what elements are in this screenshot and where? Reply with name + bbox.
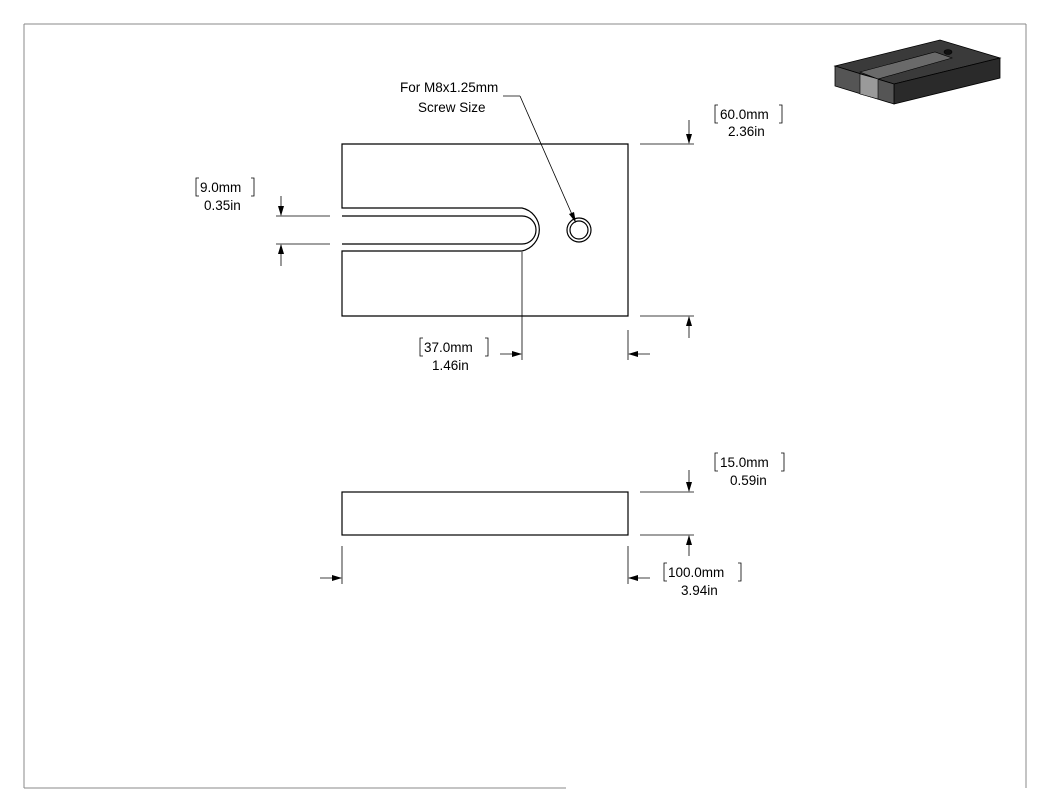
dim-length: [320, 546, 742, 584]
screw-hole-outer: [566, 217, 592, 243]
dim-slot-depth-in: 1.46in: [432, 358, 469, 373]
isometric-view: [833, 39, 1002, 105]
note-line-2: Screw Size: [418, 100, 486, 115]
dim-thickness: [640, 452, 785, 556]
dim-slot-width: [195, 177, 330, 266]
sheet-frame: [23, 23, 1027, 789]
dim-length-mm: 100.0mm: [668, 565, 724, 580]
dim-slot-width-mm: 9.0mm: [200, 180, 241, 195]
dim-slot-depth-mm: 37.0mm: [424, 340, 473, 355]
note-line-1: For M8x1.25mm: [400, 80, 498, 95]
dim-length-in: 3.94in: [681, 583, 718, 598]
dim-thickness-mm: 15.0mm: [720, 455, 769, 470]
note-leader: [503, 95, 576, 223]
iso-slot-cut: [859, 73, 879, 100]
iso-screw-hole: [943, 49, 953, 55]
iso-slot-top: [859, 51, 953, 80]
dim-slot-depth: [419, 252, 650, 360]
front-view-outline: [341, 491, 629, 536]
dim-width-top: [640, 104, 783, 338]
dim-slot-width-in: 0.35in: [204, 198, 241, 213]
top-view: [341, 143, 629, 317]
dim-width-top-mm: 60.0mm: [720, 107, 769, 122]
screw-hole-inner: [569, 220, 589, 240]
dim-thickness-in: 0.59in: [730, 473, 767, 488]
top-view-outline: [341, 143, 629, 317]
dim-width-top-in: 2.36in: [728, 124, 765, 139]
slot-inner: [342, 215, 537, 245]
